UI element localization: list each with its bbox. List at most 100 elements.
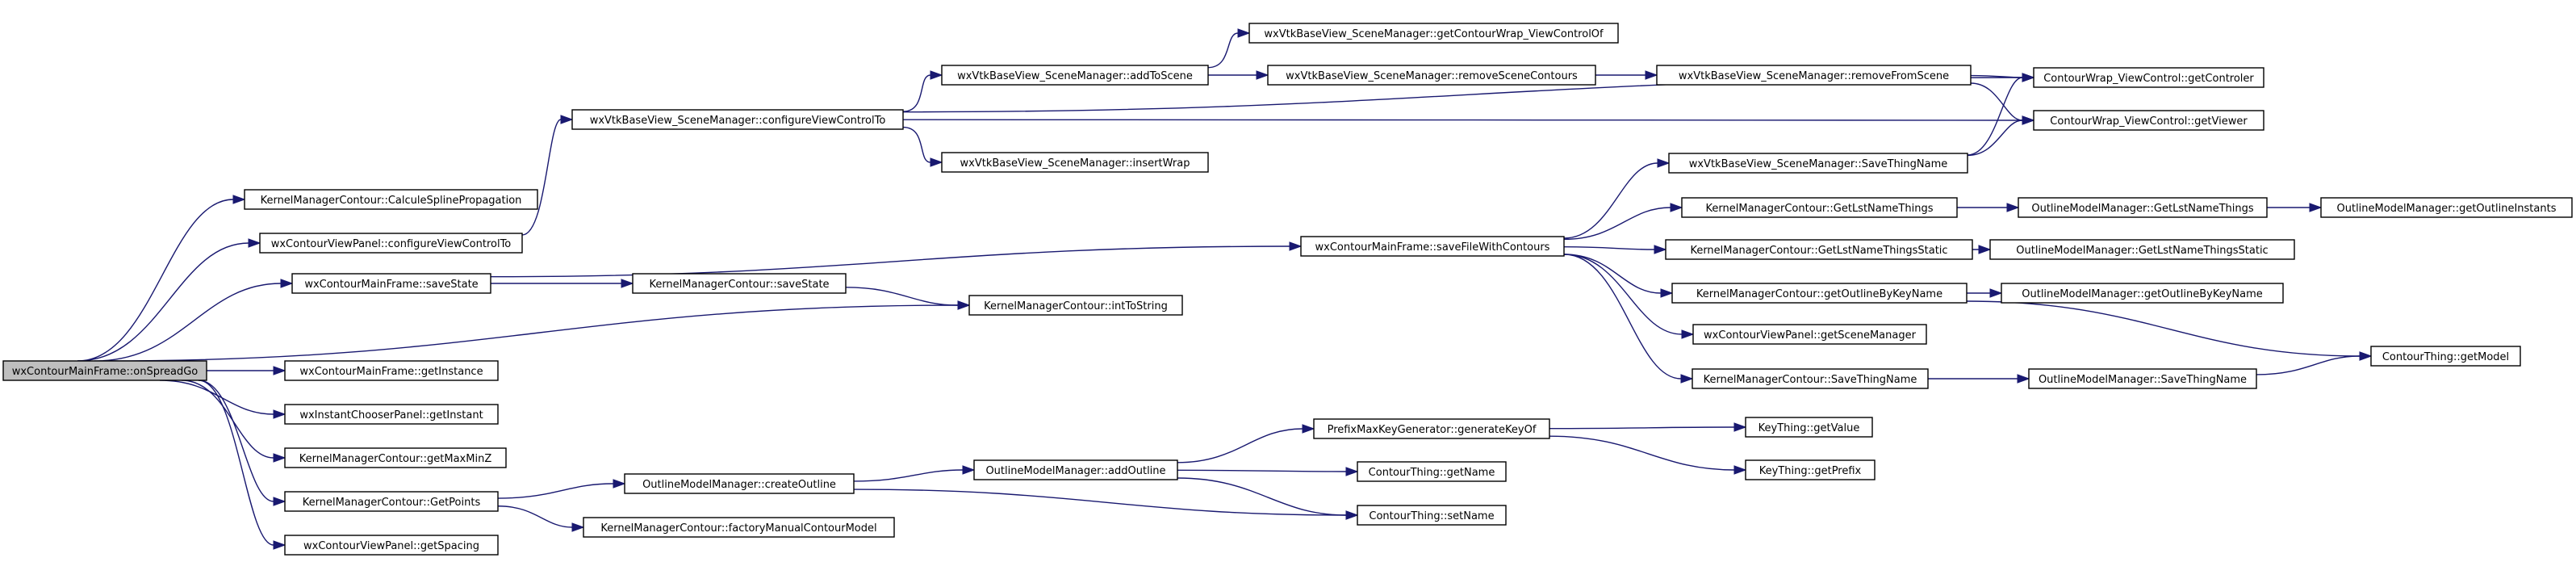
node-label: ContourThing::getModel (2382, 351, 2509, 363)
node-ct-get-model[interactable]: ContourThing::getModel (2370, 346, 2521, 367)
node-box (632, 273, 847, 294)
node-kmc-int-to-string[interactable]: KernelManagerContour::intToString (968, 295, 1183, 316)
node-label: wxContourViewPanel::configureViewControl… (271, 238, 512, 250)
call-edge-arrowhead (930, 70, 943, 80)
call-edge-line (490, 245, 1290, 278)
node-om-get-outline-by-key-name[interactable]: OutlineModelManager::getOutlineByKeyName (2001, 283, 2284, 304)
node-calc-spline[interactable]: KernelManagerContour::CalculeSplinePropa… (244, 189, 538, 210)
node-kmc-get-lst-name-things[interactable]: KernelManagerContour::GetLstNameThings (1681, 197, 1958, 218)
node-cvp-get-spacing[interactable]: wxContourViewPanel::getSpacing (284, 535, 499, 556)
node-box (1357, 461, 1507, 482)
call-edge-arrowhead (1681, 329, 1695, 339)
call-edge-line (1563, 254, 1662, 294)
node-sm-remove-scene-contours[interactable]: wxVtkBaseView_SceneManager::removeSceneC… (1267, 65, 1596, 86)
node-cvp-configure[interactable]: wxContourViewPanel::configureViewControl… (259, 233, 523, 254)
node-box (259, 233, 523, 254)
call-edge-arrowhead (1733, 422, 1747, 432)
node-label: KernelManagerContour::GetPoints (303, 497, 481, 509)
node-label: OutlineModelManager::GetLstNameThingsSta… (2016, 245, 2268, 257)
call-edge-arrowhead (1670, 203, 1683, 212)
node-box (244, 189, 538, 210)
node-om-create-outline[interactable]: OutlineModelManager::createOutline (624, 473, 855, 494)
call-edge (198, 380, 286, 550)
call-edge-arrowhead (957, 300, 971, 310)
node-kmc-get-lst-name-things-static[interactable]: KernelManagerContour::GetLstNameThingsSt… (1665, 239, 1973, 260)
node-cw-get-controler[interactable]: ContourWrap_ViewControl::getControler (2033, 67, 2264, 88)
node-kt-get-value[interactable]: KeyThing::getValue (1745, 417, 1873, 438)
node-ct-get-name[interactable]: ContourThing::getName (1357, 461, 1507, 482)
call-edge (497, 505, 585, 532)
node-box (1989, 239, 2295, 260)
node-box (1300, 236, 1565, 257)
node-root[interactable]: wxContourMainFrame::onSpreadGo (2, 360, 207, 381)
node-sm-get-wrap-v-c[interactable]: wxVtkBaseView_SceneManager::getContourWr… (1248, 23, 1619, 44)
call-edge (1563, 254, 1694, 384)
call-edge-arrowhead (1660, 288, 1674, 298)
call-edge-arrowhead (930, 157, 943, 167)
call-edge-line (521, 119, 562, 236)
node-om-add-outline[interactable]: OutlineModelManager::addOutline (973, 459, 1178, 480)
node-label: wxVtkBaseView_SceneManager::removeSceneC… (1286, 70, 1578, 82)
node-pmk-generate-key-of[interactable]: PrefixMaxKeyGenerator::generateKeyOf (1313, 418, 1550, 439)
call-edge-line (77, 242, 249, 362)
node-sm-configure[interactable]: wxVtkBaseView_SceneManager::configureVie… (571, 109, 904, 130)
call-edge-arrowhead (2017, 374, 2030, 384)
node-om-get-lst-name-things[interactable]: OutlineModelManager::GetLstNameThings (2018, 197, 2268, 218)
node-box (941, 152, 1209, 173)
node-box (1681, 197, 1958, 218)
node-label: OutlineModelManager::getOutlineInstants (2337, 203, 2557, 215)
node-kmc-factory[interactable]: KernelManagerContour::factoryManualConto… (583, 517, 895, 538)
node-om-get-outline-instants[interactable]: OutlineModelManager::getOutlineInstants (2320, 197, 2573, 218)
call-edge-line (94, 283, 282, 362)
node-mf-save-file[interactable]: wxContourMainFrame::saveFileWithContours (1300, 236, 1565, 257)
call-edge-line (1549, 426, 1735, 430)
call-edge-line (198, 380, 274, 502)
call-edge (490, 241, 1303, 278)
node-sm-remove-from-scene[interactable]: wxVtkBaseView_SceneManager::removeFromSc… (1656, 65, 1972, 86)
call-edge-arrowhead (1989, 288, 2003, 298)
call-edge (1967, 73, 2035, 156)
node-om-save-thing-name[interactable]: OutlineModelManager::SaveThingName (2028, 368, 2257, 389)
node-label: OutlineModelManager::addOutline (985, 465, 1165, 477)
call-edge-line (853, 469, 964, 482)
node-mf-get-instance[interactable]: wxContourMainFrame::getInstance (284, 360, 499, 381)
node-label: KernelManagerContour::saveState (649, 279, 829, 291)
node-kmc-get-points[interactable]: KernelManagerContour::GetPoints (284, 491, 499, 512)
call-edge-line (1967, 77, 2023, 156)
node-box (284, 404, 499, 425)
node-kt-get-prefix[interactable]: KeyThing::getPrefix (1745, 459, 1876, 480)
call-edge-line (198, 380, 274, 546)
call-edge-arrowhead (1680, 374, 1694, 384)
call-edge (105, 300, 971, 362)
call-edge-arrowhead (1654, 245, 1667, 254)
node-kmc-get-max-min-z[interactable]: KernelManagerContour::getMaxMinZ (284, 447, 507, 468)
call-edge (902, 70, 943, 112)
call-edge (1549, 435, 1747, 475)
node-mf-save-state[interactable]: wxContourMainFrame::saveState (291, 273, 491, 294)
node-kmc-get-outline-by-key-name[interactable]: KernelManagerContour::getOutlineByKeyNam… (1671, 283, 1968, 304)
node-cvp-get-scene-manager[interactable]: wxContourViewPanel::getSceneManager (1692, 324, 1927, 345)
node-kmc-save-state[interactable]: KernelManagerContour::saveState (632, 273, 847, 294)
node-sm-add-to-scene[interactable]: wxVtkBaseView_SceneManager::addToScene (941, 65, 1209, 86)
call-edge-arrowhead (273, 409, 286, 419)
call-edge-arrowhead (1256, 70, 1269, 80)
call-edge (1177, 424, 1315, 463)
node-label: KernelManagerContour::getOutlineByKeyNam… (1696, 288, 1942, 300)
node-cw-get-viewer[interactable]: ContourWrap_ViewControl::getViewer (2033, 110, 2264, 131)
node-sm-save-thing-name[interactable]: wxVtkBaseView_SceneManager::SaveThingNam… (1668, 153, 1968, 174)
call-edge-arrowhead (613, 479, 626, 489)
call-edge-line (1177, 477, 1347, 516)
call-edge-arrowhead (1345, 467, 1359, 476)
node-om-get-lst-name-things-static[interactable]: OutlineModelManager::GetLstNameThingsSta… (1989, 239, 2295, 260)
call-edge (1966, 300, 2373, 361)
node-kmc-save-thing-name[interactable]: KernelManagerContour::SaveThingName (1692, 368, 1929, 389)
call-edge-line (1177, 469, 1347, 472)
call-edge-line (1563, 207, 1671, 241)
node-sm-insert-wrap[interactable]: wxVtkBaseView_SceneManager::insertWrap (941, 152, 1209, 173)
node-icp-get-instant[interactable]: wxInstantChooserPanel::getInstant (284, 404, 499, 425)
call-edge-line (1970, 74, 2023, 78)
call-edge (521, 115, 574, 236)
call-edge-line (1966, 300, 2361, 357)
node-ct-set-name[interactable]: ContourThing::setName (1357, 505, 1507, 526)
